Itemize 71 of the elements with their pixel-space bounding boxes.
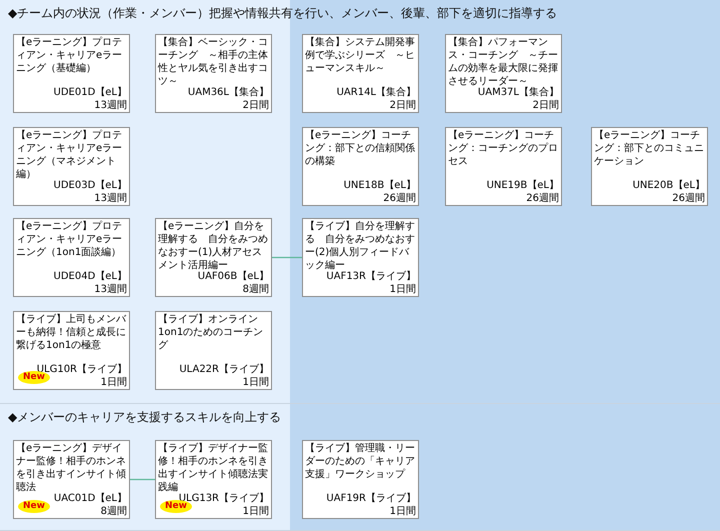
course-title: 【eラーニング】コーチング：部下との信頼関係の構築	[305, 129, 415, 168]
course-duration: 1日間	[242, 506, 269, 518]
course-code: UAM36L【集合】	[188, 87, 269, 99]
course-card	[155, 311, 272, 390]
course-code: UDE04D【eL】	[54, 271, 127, 283]
course-title: 【eラーニング】自分を理解する 自分をみつめなおすー(1)人材アセスメント活用編ー	[158, 220, 268, 271]
course-title: 【eラーニング】コーチング：部下とのコミュニケーション	[594, 129, 704, 168]
course-code: ULA22R【ライブ】	[179, 364, 269, 376]
course-code: UNE19B【eL】	[486, 180, 559, 192]
course-card	[302, 127, 419, 206]
course-code: UAM37L【集合】	[478, 87, 559, 99]
course-duration: 8週間	[100, 506, 127, 518]
course-code: UAF06B【eL】	[198, 271, 269, 283]
course-title: 【ライブ】管理職・リーダーのための「キャリア支援」ワークショップ	[305, 442, 415, 481]
course-duration: 2日間	[390, 100, 416, 112]
course-card	[445, 34, 562, 113]
course-duration: 2日間	[242, 100, 269, 112]
course-duration: 1日間	[242, 377, 269, 389]
course-duration: 26週間	[383, 193, 416, 205]
section-panel	[0, 404, 720, 531]
course-code: UDE03D【eL】	[54, 180, 127, 192]
course-code: UAF19R【ライブ】	[326, 493, 416, 505]
new-badge: New	[18, 371, 50, 384]
course-code: UAF13R【ライブ】	[326, 271, 416, 283]
course-title: 【ライブ】デザイナー監修！相手のホンネを引き出すインサイト傾聴法実践編	[158, 442, 268, 493]
course-duration: 13週間	[94, 193, 127, 205]
course-card	[302, 34, 419, 113]
course-card	[13, 218, 130, 297]
course-title: 【集合】パフォーマンス・コーチング ～チームの効率を最大限に発揮させるリーダー～	[448, 36, 558, 87]
course-title: 【ライブ】上司もメンバーも納得！信頼と成長に繋げる1on1の極意	[16, 313, 126, 352]
course-code: UNE18B【eL】	[344, 180, 416, 192]
course-code: UDE01D【eL】	[54, 87, 127, 99]
course-title: 【eラーニング】デザイナー監修！相手のホンネを引き出すインサイト傾聴法	[16, 442, 126, 493]
new-badge: New	[160, 500, 192, 513]
course-title: 【ライブ】オンライン1on1のためのコーチング	[158, 313, 264, 352]
course-title: 【集合】システム開発事例で学ぶシリーズ ～ヒューマンスキル～	[305, 36, 415, 75]
course-code: UNE20B【eL】	[632, 180, 705, 192]
course-card	[13, 34, 130, 113]
section-heading: ◆チーム内の状況（作業・メンバー）把握や情報共有を行い、メンバー、後輩、部下を適切に指導する	[8, 5, 558, 22]
course-duration: 2日間	[532, 100, 559, 112]
course-title: 【ライブ】自分を理解する 自分をみつめなおすー(2)個人別フィードバック編ー	[305, 220, 415, 271]
course-title: 【eラーニング】プロティアン・キャリアeラーニング（基礎編）	[16, 36, 124, 75]
connector-line	[272, 256, 302, 258]
course-card	[155, 440, 272, 519]
course-duration: 1日間	[100, 377, 127, 389]
course-card	[155, 34, 272, 113]
course-title: 【eラーニング】プロティアン・キャリアeラーニング（1on1面談編）	[16, 220, 124, 259]
course-title: 【集合】ベーシック・コーチング ～相手の主体性とヤル気を引き出すコツ～	[158, 36, 268, 87]
course-card	[155, 218, 272, 297]
section-panel	[0, 0, 720, 404]
course-duration: 1日間	[390, 284, 416, 296]
course-card	[13, 127, 130, 206]
new-badge: New	[18, 500, 50, 513]
course-card	[13, 311, 130, 390]
course-card	[591, 127, 708, 206]
course-card	[302, 218, 419, 297]
course-card	[13, 440, 130, 519]
course-duration: 26週間	[526, 193, 559, 205]
course-duration: 13週間	[94, 284, 127, 296]
section-heading: ◆メンバーのキャリアを支援するスキルを向上する	[8, 409, 282, 426]
course-duration: 13週間	[94, 100, 127, 112]
course-title: 【eラーニング】コーチング：コーチングのプロセス	[448, 129, 558, 168]
course-duration: 26週間	[672, 193, 705, 205]
course-card	[302, 440, 419, 519]
course-code: UAR14L【集合】	[336, 87, 416, 99]
connector-line	[130, 478, 155, 480]
course-title: 【eラーニング】プロティアン・キャリアeラーニング（マネジメント編）	[16, 129, 124, 180]
course-duration: 8週間	[242, 284, 269, 296]
course-card	[445, 127, 562, 206]
course-duration: 1日間	[390, 506, 416, 518]
course-code: UAC01D【eL】	[54, 493, 127, 505]
